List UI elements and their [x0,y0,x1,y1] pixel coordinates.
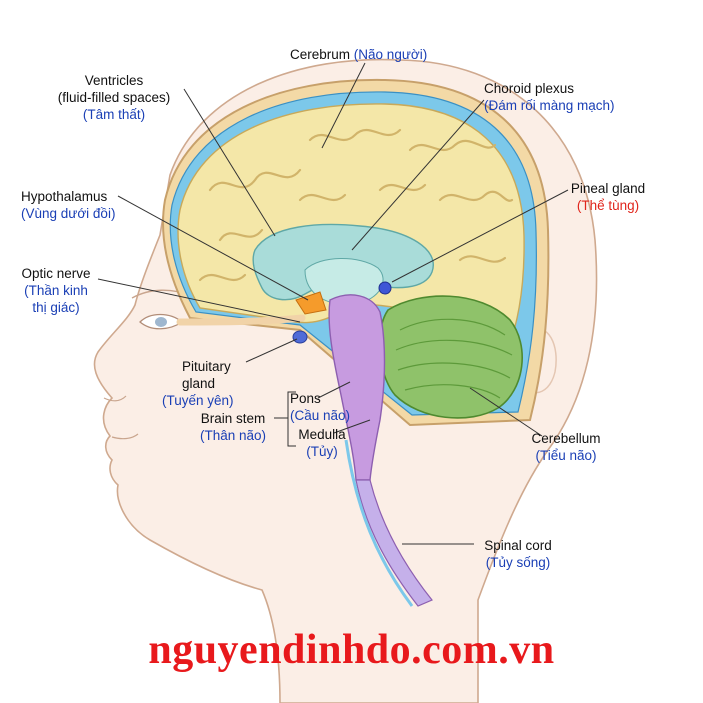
pituitary-gland-label-en: Pituitary [182,359,231,374]
optic-nerve-label-vi-2: thị giác) [32,300,80,315]
hypothalamus-label-vi: (Vùng dưới đồi) [21,206,116,221]
medulla-label-vi: (Tủy) [306,444,338,459]
cerebellum-folia [395,318,513,399]
pons-label-en: Pons [290,391,321,406]
pineal-gland [378,281,392,295]
pons-label: Pons (Cầu não) [290,390,350,424]
spinal-cord-label-vi: (Tủy sống) [485,555,551,570]
medulla-label-en: Medulla [298,427,346,442]
leader-lines [97,62,569,545]
eye-iris [155,317,167,327]
brain-stem [328,294,386,481]
cerebellum-label-vi: (Tiểu não) [535,448,597,463]
pineal-gland-label-en: Pineal gland [570,181,646,196]
ventricles-label: Ventricles (fluid-filled spaces) (Tâm th… [34,72,194,123]
pituitary-gland-label-en-2: gland [182,376,216,391]
pituitary-gland [292,330,308,344]
cerebrum-label-vi: (Não người) [353,47,428,62]
optic-nerve-label-en: Optic nerve [21,266,91,281]
brain-stem-label: Brain stem (Thân não) [190,410,276,444]
optic-nerve-label-vi: (Thần kinh [24,283,88,298]
mouth [111,433,139,440]
cerebellum-label: Cerebellum (Tiểu não) [516,430,616,464]
cerebellum-label-en: Cerebellum [531,431,601,446]
hypothalamus-label-en: Hypothalamus [21,189,108,204]
spinal-cord-label: Spinal cord (Tủy sống) [470,537,566,571]
cerebrum-label: Cerebrum (Não người) [290,46,427,63]
ventricles-label-en-2: (fluid-filled spaces) [57,90,171,105]
hypothalamus-label: Hypothalamus (Vùng dưới đồi) [21,188,115,222]
choroid-plexus-label: Choroid plexus (Đám rối màng mạch) [484,80,615,114]
pons-label-vi: (Cầu não) [290,408,351,423]
optic-nerve-label: Optic nerve (Thần kinh thị giác) [6,265,106,316]
ventricles-label-vi: (Tâm thất) [82,107,146,122]
brain-stem-label-en: Brain stem [200,411,266,426]
pituitary-gland-label-vi: (Tuyến yên) [162,393,234,408]
pituitary-gland-label: Pituitary gland (Tuyến yên) [162,358,234,409]
cerebrum-label-en: Cerebrum [290,47,351,62]
brain-stem-label-vi: (Thân não) [199,428,267,443]
pineal-gland-label: Pineal gland (Thể tùng) [552,180,664,214]
ventricles-label-en: Ventricles [84,73,144,88]
cerebrum-gyri [198,128,514,282]
watermark-text: nguyendinhdo.com.vn [148,627,555,673]
pineal-gland-label-vi: (Thể tùng) [576,198,640,213]
nostril [103,395,127,402]
medulla-label: Medulla (Tủy) [288,426,356,460]
spinal-cord [355,479,433,607]
choroid-plexus-label-vi: (Đám rối màng mạch) [484,98,615,113]
spinal-cord-label-en: Spinal cord [484,538,552,553]
cerebellum [378,295,523,419]
spinal-canal-outline [344,439,414,607]
choroid-plexus-label-en: Choroid plexus [484,81,575,96]
